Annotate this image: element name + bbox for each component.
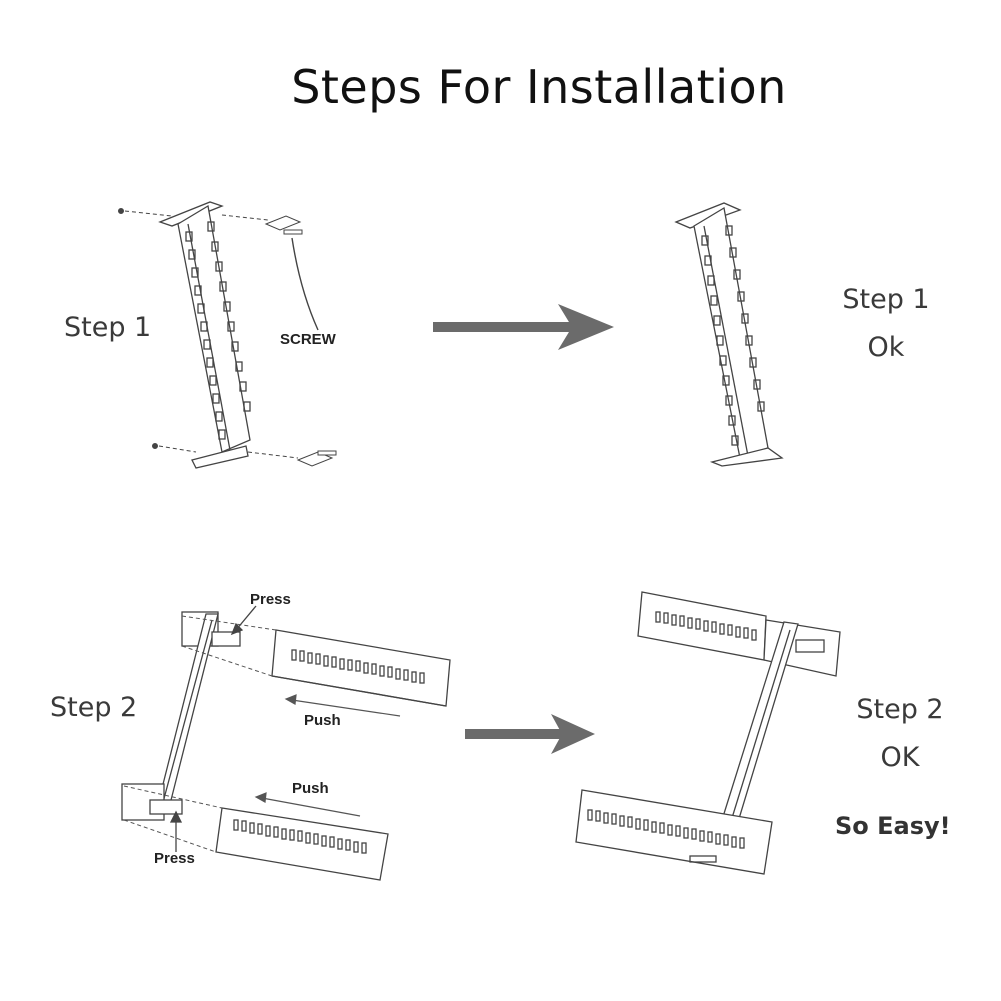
step2-arrow (465, 714, 595, 754)
push-top-label: Push (304, 712, 341, 729)
screw-pointer-line (291, 237, 319, 331)
step2-label: Step 2 (50, 692, 138, 723)
press-bottom-label: Press (154, 850, 195, 867)
step1-arrow (433, 304, 614, 350)
step2-frame (121, 611, 241, 821)
step2-guides (123, 615, 277, 853)
step1-result-rail (674, 202, 784, 467)
screw-label: SCREW (280, 331, 336, 348)
step2-result-line1: Step 2 (856, 694, 944, 725)
step2-result-line2: OK (880, 742, 920, 773)
step2-result: Step 2 OK (848, 686, 952, 782)
step1-rail (158, 201, 251, 469)
step2-result-assembly (575, 591, 841, 875)
step1-label: Step 1 (64, 312, 152, 343)
step2-press-pointers (169, 605, 257, 852)
step2-top-panel (271, 629, 451, 707)
step2-bottom-panel (215, 807, 389, 881)
press-top-label: Press (250, 591, 291, 608)
step2-push-arrows (254, 694, 401, 817)
push-bottom-label: Push (292, 780, 329, 797)
step1-result-line1: Step 1 (842, 284, 930, 315)
page-title: Steps For Installation (291, 60, 787, 114)
step1-screws (118, 208, 337, 467)
so-easy-tagline: So Easy! (835, 812, 951, 840)
step1-result-line2: Ok (867, 332, 905, 363)
step1-result: Step 1 Ok (834, 276, 938, 372)
